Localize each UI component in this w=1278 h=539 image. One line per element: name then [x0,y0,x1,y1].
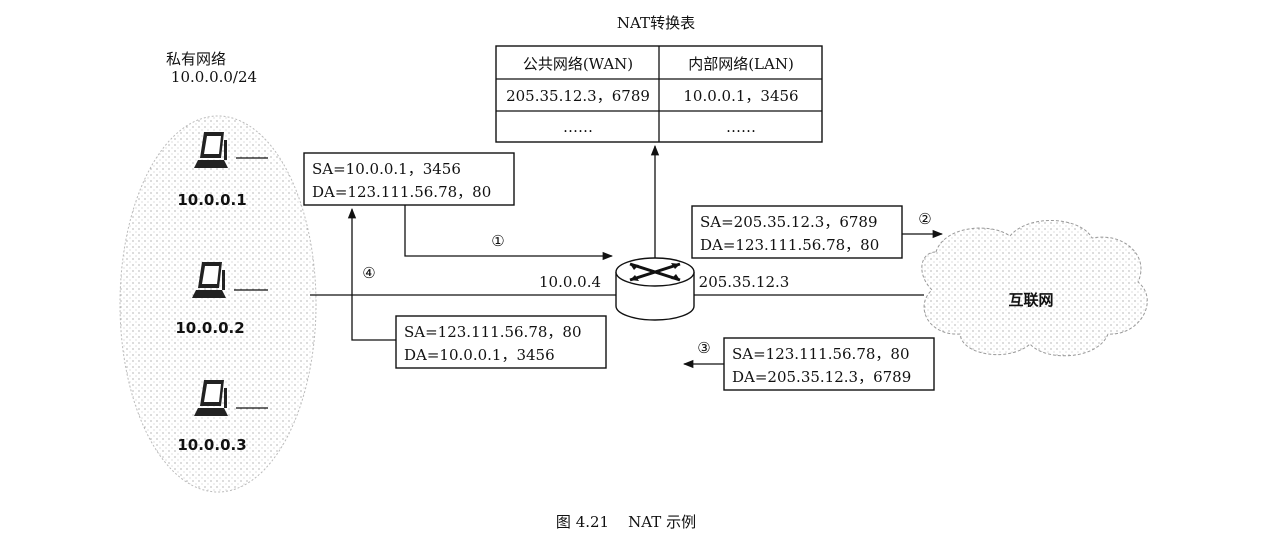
step-4-label: ④ [362,264,375,282]
nat-table-title: NAT转换表 [617,14,695,32]
step-3-label: ③ [697,339,710,357]
host-2-ip: 10.0.0.2 [175,319,244,337]
nat-header-lan: 内部网络(LAN) [688,55,794,73]
packet-3-sa: SA=123.111.56.78，80 [732,345,910,363]
router-wan-ip: 205.35.12.3 [699,273,790,291]
internet-label: 互联网 [1008,291,1053,309]
packet-3-da: DA=205.35.12.3，6789 [732,368,911,386]
nat-cell: …… [726,118,756,136]
packet-1-da: DA=123.111.56.78，80 [312,183,491,201]
private-network-area [119,115,317,493]
nat-header-wan: 公共网络(WAN) [523,55,633,73]
router[interactable] [615,257,695,321]
step-2-label: ② [918,210,931,228]
private-network-title: 私有网络 [166,50,226,68]
host-3[interactable]: 10.0.0.3 [177,380,268,454]
packet-box-1: SA=10.0.0.1，3456 DA=123.111.56.78，80 [303,152,515,206]
nat-table: 公共网络(WAN) 内部网络(LAN) 205.35.12.3，6789 10.… [495,45,823,143]
step-1-arrow [404,205,614,261]
step-1-label: ① [491,232,504,250]
packet-box-3: SA=123.111.56.78，80 DA=205.35.12.3，6789 [723,337,935,391]
host-1[interactable]: 10.0.0.1 [177,132,268,209]
private-network-subnet: 10.0.0.0/24 [171,68,257,86]
packet-2-da: DA=123.111.56.78，80 [700,236,879,254]
packet-4-sa: SA=123.111.56.78，80 [404,323,582,341]
packet-1-sa: SA=10.0.0.1，3456 [312,160,461,178]
step-4-arrow [347,207,396,341]
nat-cell: 205.35.12.3，6789 [506,87,650,105]
packet-box-4: SA=123.111.56.78，80 DA=10.0.0.1，3456 [395,315,607,369]
router-lan-ip: 10.0.0.4 [539,273,601,291]
packet-box-2: SA=205.35.12.3，6789 DA=123.111.56.78，80 [691,205,903,259]
packet-2-sa: SA=205.35.12.3，6789 [700,213,878,231]
host-2[interactable]: 10.0.0.2 [175,262,268,337]
host-1-ip: 10.0.0.1 [177,191,246,209]
figure-caption: 图 4.21 NAT 示例 [556,513,696,531]
packet-4-da: DA=10.0.0.1，3456 [404,346,555,364]
host-3-ip: 10.0.0.3 [177,436,246,454]
nat-cell: 10.0.0.1，3456 [683,87,798,105]
nat-cell: …… [563,118,593,136]
internet-cloud: 互联网 [921,220,1148,357]
router-arrows-icon [629,262,681,282]
